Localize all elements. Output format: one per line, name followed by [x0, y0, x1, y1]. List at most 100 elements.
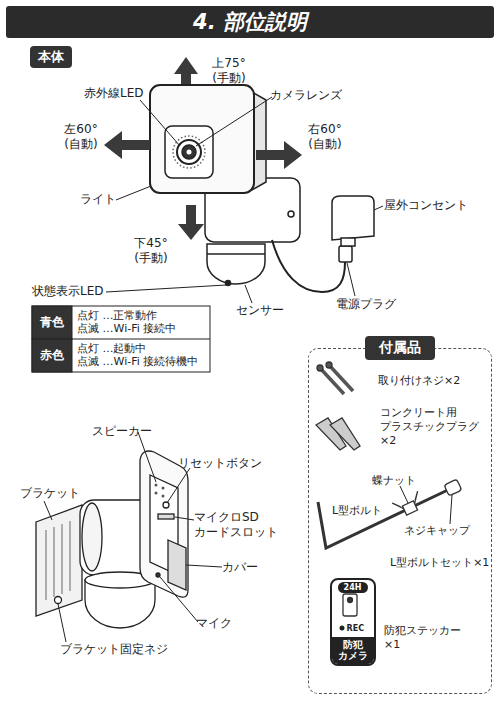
status-table	[72, 339, 210, 340]
accessory-art	[330, 418, 360, 450]
status-table	[32, 306, 72, 339]
node-text: 防犯 カメラ	[332, 637, 374, 664]
camera-housing	[207, 253, 265, 255]
direction-arrow	[174, 57, 198, 84]
direction-arrow	[256, 141, 302, 169]
part-label: ライト	[80, 192, 116, 207]
leader-line	[374, 206, 383, 210]
bracket-view	[156, 573, 160, 577]
table-header-cell: 青色	[32, 306, 72, 339]
part-label: 下45° (手動)	[130, 236, 172, 266]
accessory-art	[317, 365, 323, 371]
part-label: マイクロSD カードスロット	[194, 510, 284, 540]
leader-line	[245, 285, 252, 303]
bracket-view	[168, 540, 186, 590]
part-label: ブラケット固定ネジ	[60, 642, 168, 657]
outlet-and-cord	[341, 238, 355, 246]
light-panel	[150, 85, 266, 193]
direction-arrow	[104, 57, 302, 240]
part-label: 上75° (手動)	[208, 56, 250, 86]
leader-line	[186, 565, 222, 567]
leader-line	[116, 186, 151, 200]
part-label: 左60° (自動)	[60, 122, 102, 152]
leader-line	[400, 486, 408, 503]
part-label: 赤外線LED	[84, 86, 144, 101]
bracket-view	[155, 484, 158, 487]
status-table	[32, 306, 210, 372]
light-panel	[165, 126, 213, 178]
accessory-art	[320, 365, 353, 394]
bracket-view	[158, 514, 174, 519]
part-label: 点滅 …Wi-Fi 接続中	[77, 322, 176, 336]
node-text: 本体	[30, 46, 72, 68]
part-label: 右60° (自動)	[304, 122, 346, 152]
direction-arrow	[178, 205, 204, 240]
title: 4. 部位説明	[6, 6, 494, 38]
part-label: 点灯 …正常動作	[77, 309, 158, 323]
outlet-and-cord	[332, 196, 374, 240]
status-table	[32, 339, 72, 372]
bracket-view	[36, 505, 82, 616]
leader-line	[175, 517, 194, 520]
part-label: マイク	[196, 616, 232, 631]
accessory-art	[340, 626, 345, 631]
part-label: コンクリート用 プラスチックプラグ ×2	[380, 406, 480, 447]
part-label: リセットボタン	[178, 456, 262, 471]
outlet-and-cord	[272, 196, 374, 292]
node-text: 24H	[338, 582, 368, 593]
part-label: ネジキャップ	[404, 524, 470, 538]
camera-housing	[226, 281, 231, 286]
part-label: 電源プラグ	[336, 297, 396, 312]
camera-housing	[207, 244, 265, 284]
leader-line	[106, 285, 226, 292]
part-label: 防犯ステッカー ×1	[384, 624, 472, 652]
bracket-view	[163, 502, 169, 508]
leader-line	[138, 432, 156, 482]
sticker-badge: 24HREC防犯 カメラ	[330, 578, 376, 666]
part-label: ブラケット	[20, 486, 80, 501]
section-tab: 本体	[30, 46, 72, 68]
table-header-cell: 赤色	[32, 339, 72, 372]
part-label: L型ボルト	[332, 504, 382, 518]
accessory-art	[326, 362, 332, 368]
leader-line	[167, 468, 190, 503]
bracket-view	[140, 451, 188, 597]
bracket-view	[155, 492, 158, 495]
direction-arrow	[104, 131, 150, 159]
part-label: カバー	[222, 560, 258, 575]
accessory-art	[316, 362, 462, 631]
bracket-view	[162, 495, 165, 498]
part-label: 屋外コンセント	[384, 198, 468, 213]
leader-line	[140, 100, 180, 146]
part-label: スピーカー	[92, 424, 152, 439]
part-label: 状態表示LED	[32, 284, 104, 299]
light-panel	[177, 140, 201, 164]
node-text: 付属品	[365, 336, 435, 360]
light-panel	[150, 85, 254, 193]
bracket-view	[162, 487, 165, 490]
bracket-view	[82, 503, 102, 571]
status-table	[32, 306, 210, 372]
accessory-art	[348, 598, 353, 603]
accessory-art	[392, 491, 425, 518]
outlet-and-cord	[272, 240, 345, 292]
accessory-art	[444, 479, 462, 496]
outlet-and-cord	[339, 246, 352, 262]
bracket-view	[46, 521, 70, 600]
bracket-view	[36, 451, 188, 628]
leader-line	[44, 501, 52, 520]
leader-line	[450, 495, 452, 524]
leader-line	[196, 97, 272, 146]
leader-line	[58, 604, 66, 642]
light-panel	[187, 150, 192, 155]
camera-housing	[288, 211, 294, 217]
part-label: 蝶ナット	[372, 474, 416, 488]
leader-line	[347, 263, 355, 296]
header-band	[6, 6, 494, 38]
light-panel	[173, 136, 205, 168]
light-panel	[182, 145, 196, 159]
bracket-view	[55, 597, 62, 604]
leader-line	[160, 577, 198, 622]
accessory-art	[318, 488, 452, 548]
